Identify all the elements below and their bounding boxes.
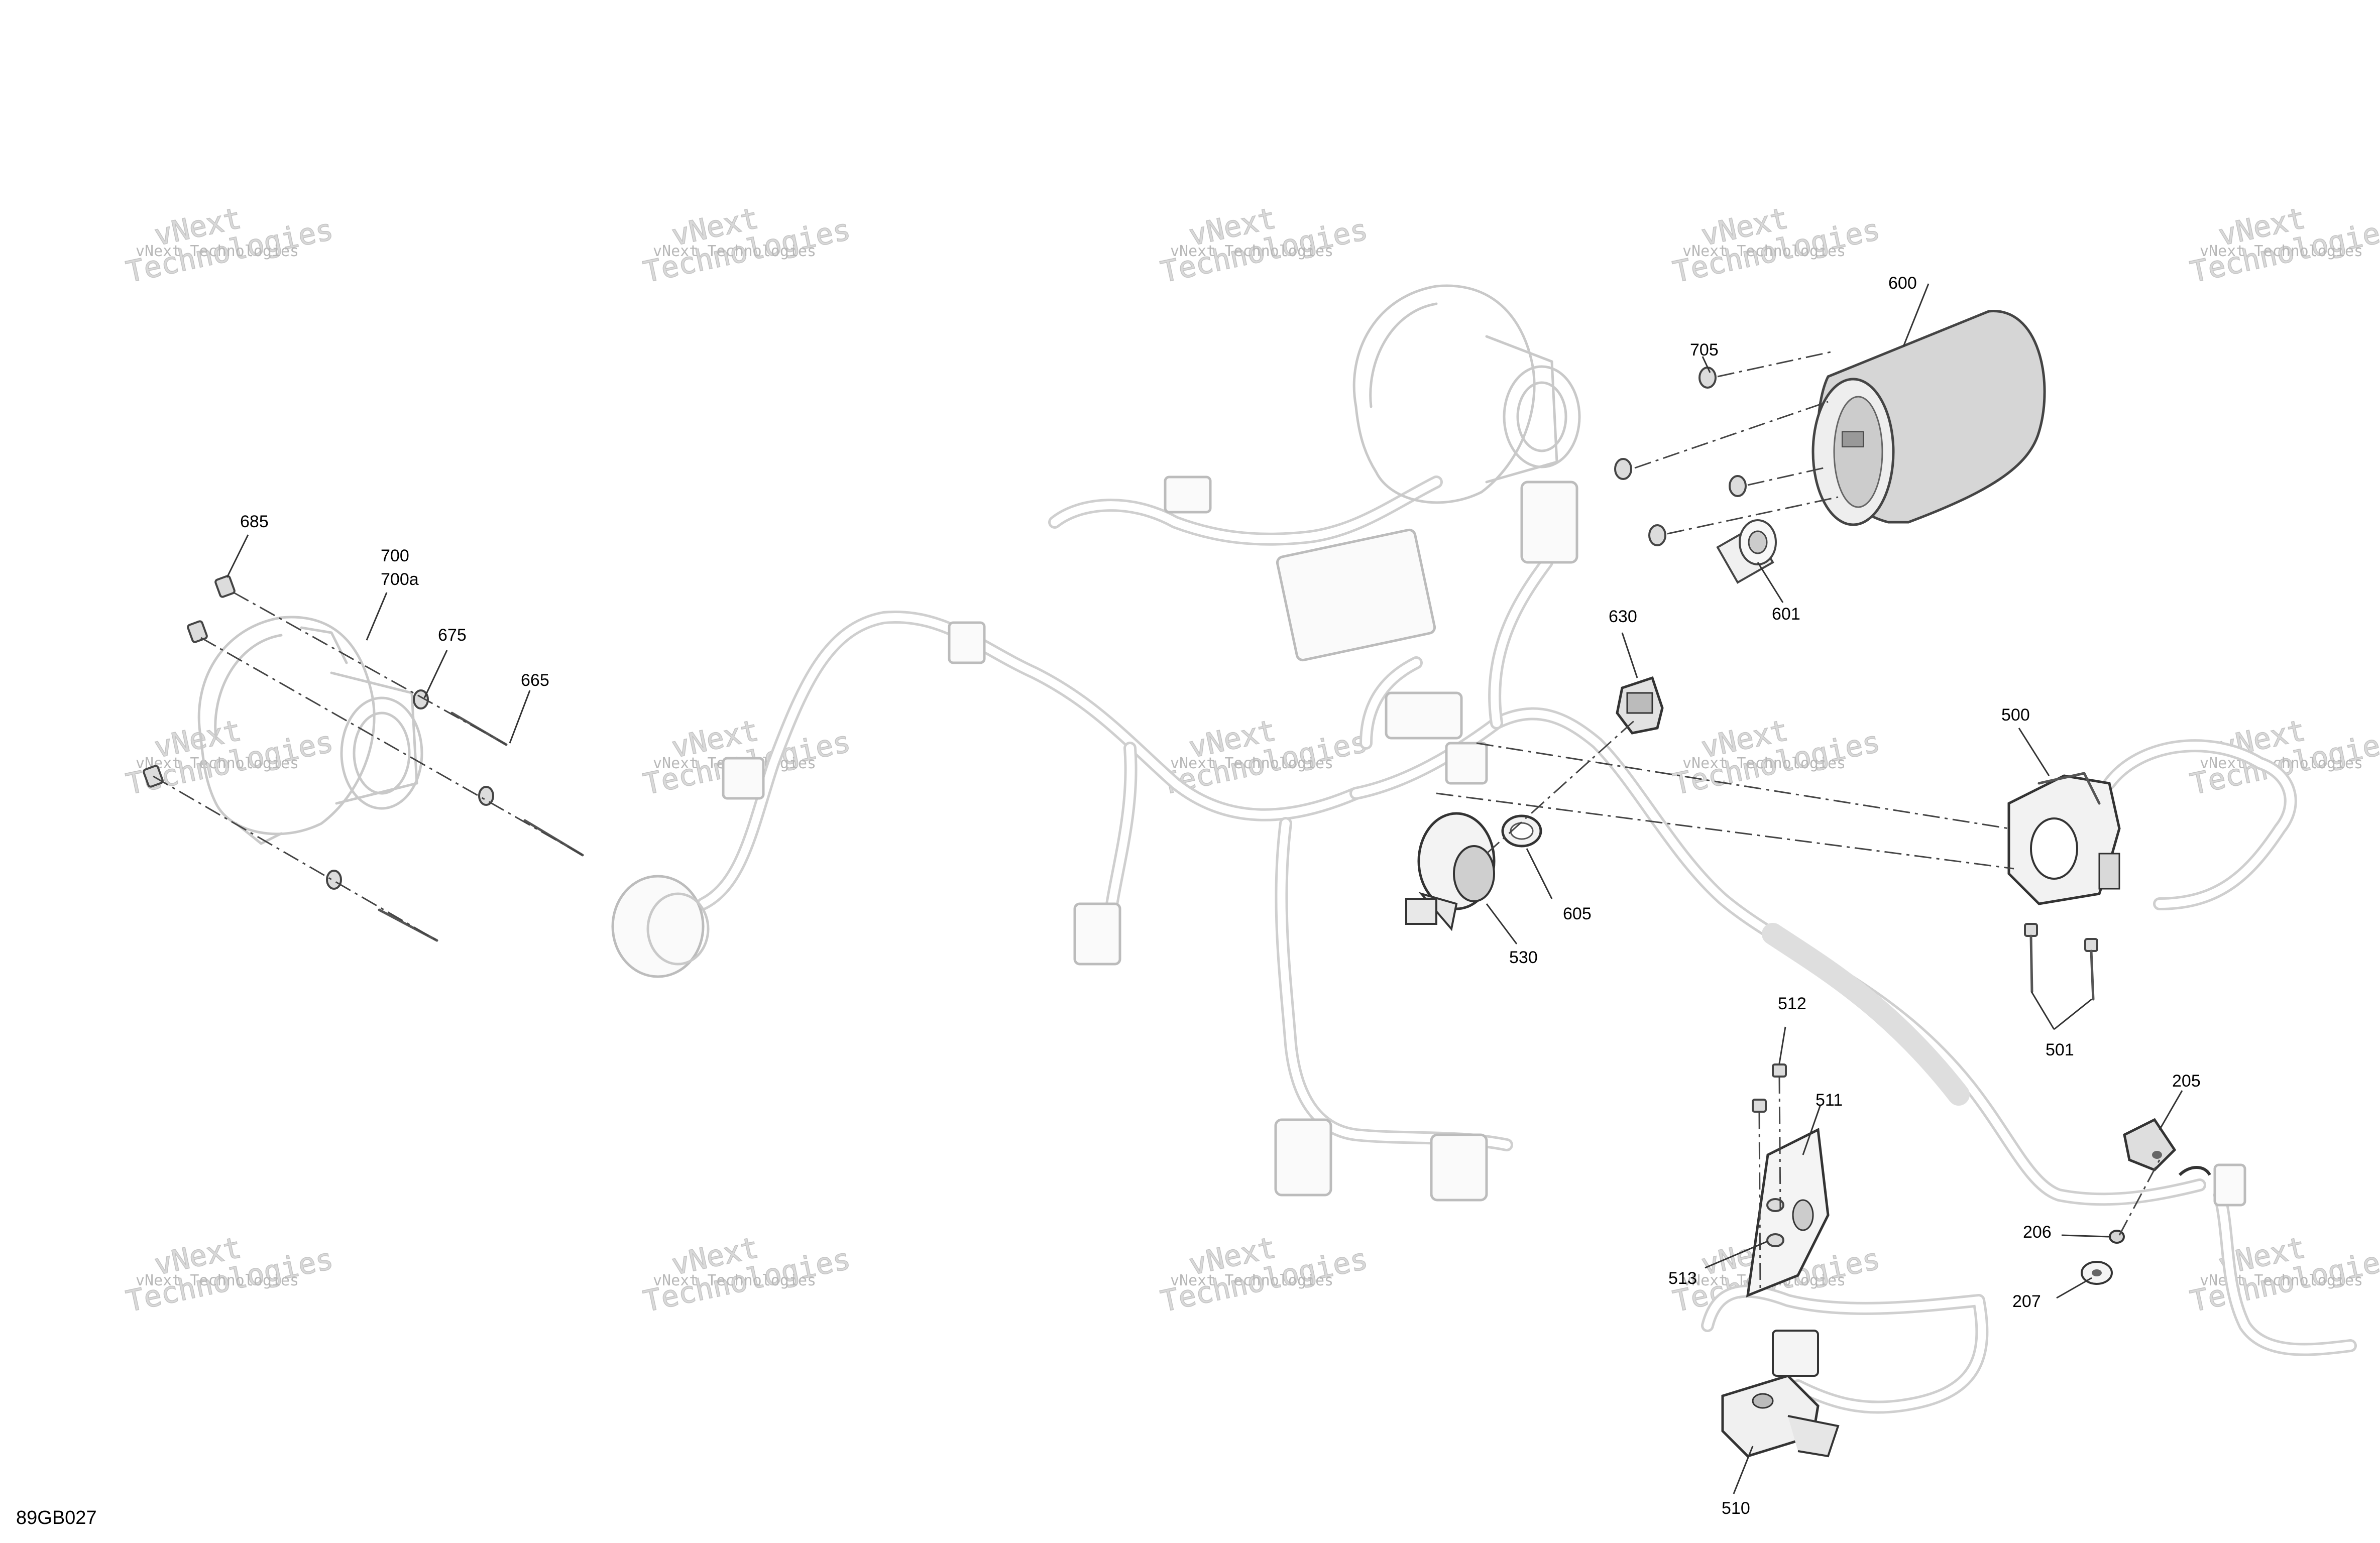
watermark: vNext Technologies vNext Technologies	[1670, 200, 1884, 290]
watermark: vNext Technologies vNext Technologies	[123, 200, 337, 290]
callout-206: 206	[2023, 1223, 2052, 1242]
callout-511: 511	[1816, 1091, 1843, 1110]
svg-text:vNext Technologies: vNext Technologies	[136, 1272, 299, 1289]
callout-601: 601	[1772, 605, 1800, 624]
callout-513: 513	[1668, 1269, 1697, 1288]
headlamp-left	[143, 575, 423, 845]
wiring-harness	[697, 476, 2357, 1414]
svg-text:vNext Technologies: vNext Technologies	[2200, 243, 2363, 260]
switch-630	[1616, 676, 1664, 735]
callout-600: 600	[1888, 274, 1917, 293]
nut-206	[2109, 1159, 2161, 1244]
callout-207: 207	[2012, 1292, 2041, 1311]
spacer-601	[1716, 519, 1777, 584]
watermark: vNext Technologies vNext Technologies	[1158, 200, 1372, 290]
callout-512: 512	[1778, 994, 1806, 1013]
module-510	[1721, 1330, 1840, 1458]
callout-605: 605	[1563, 904, 1592, 923]
svg-text:vNext Technologies: vNext Technologies	[1682, 243, 1846, 260]
svg-text:vNext Technologies: vNext Technologies	[1170, 1272, 1333, 1289]
watermark: vNext Technologies vNext Technologies	[640, 1230, 854, 1319]
handlebar-switch-500	[1436, 742, 2121, 905]
svg-text:vNext Technologies: vNext Technologies	[136, 243, 299, 260]
svg-text:vNext Technologies: vNext Technologies	[136, 755, 299, 772]
ignition-switch-530	[1405, 812, 1496, 931]
callout-labels: 685 700 700a 675 665 600 705 601 630 500…	[240, 274, 2201, 1518]
grommet-plug-left	[611, 875, 710, 978]
bezel-605	[1486, 717, 1638, 855]
watermark: vNext Technologies vNext Technologies	[123, 713, 337, 802]
clip-205	[2123, 1118, 2211, 1176]
washer-207	[2081, 1261, 2113, 1285]
screws-512-513	[1752, 1063, 1787, 1291]
headlamp-top	[1352, 284, 1581, 504]
bracket-511	[1746, 1128, 1830, 1297]
watermark: vNext Technologies vNext Technologies	[2187, 200, 2380, 290]
screws-501	[2024, 923, 2098, 1001]
callout-510: 510	[1722, 1499, 1750, 1518]
callout-501: 501	[2046, 1040, 2074, 1059]
leader-lines	[226, 283, 2183, 1494]
callout-205: 205	[2172, 1072, 2201, 1091]
watermark: vNext Technologies vNext Technologies	[2187, 713, 2380, 802]
svg-text:vNext Technologies: vNext Technologies	[1682, 755, 1846, 772]
callout-675: 675	[438, 626, 467, 645]
svg-text:vNext Technologies: vNext Technologies	[1170, 243, 1333, 260]
watermark: vNext Technologies vNext Technologies	[1158, 1230, 1372, 1319]
watermark: vNext Technologies vNext Technologies	[123, 1230, 337, 1319]
diagram-code: 89GB027	[16, 1507, 97, 1528]
callout-500: 500	[2001, 705, 2030, 725]
watermark: vNext Technologies vNext Technologies	[2187, 1230, 2380, 1319]
watermark: vNext Technologies vNext Technologies	[640, 200, 854, 290]
callout-700a: 700a	[381, 570, 419, 589]
callout-630: 630	[1609, 607, 1637, 626]
gauge-cluster	[1811, 310, 2046, 526]
callout-685: 685	[240, 512, 269, 531]
screws-705	[1614, 350, 1839, 546]
callout-705: 705	[1690, 340, 1719, 360]
callout-700: 700	[381, 546, 409, 565]
callout-530: 530	[1509, 948, 1538, 967]
svg-text:vNext Technologies: vNext Technologies	[653, 243, 816, 260]
svg-text:vNext Technologies: vNext Technologies	[1170, 755, 1333, 772]
svg-text:vNext Technologies: vNext Technologies	[653, 1272, 816, 1289]
callout-665: 665	[521, 671, 549, 690]
bolts-665	[153, 591, 584, 942]
